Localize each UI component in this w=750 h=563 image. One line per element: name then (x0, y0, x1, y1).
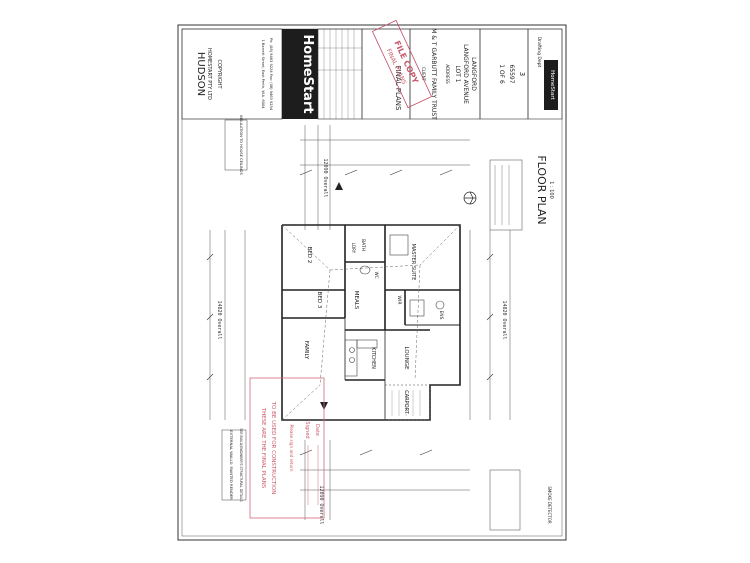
room-master-suite: MASTER SUITE (410, 244, 416, 281)
insulation-note: INSULATION TO HOUSE CEILINGS (239, 115, 243, 175)
roof-lines (281, 224, 461, 421)
insulation-note-box (224, 119, 248, 171)
smoke-detector-legend: SMOKE DETECTOR (547, 486, 552, 524)
wall-note-box (221, 429, 247, 501)
room-bed-2: BED 2 (306, 247, 312, 264)
client-name: M & T GARBUTT FAMILY TRUST (430, 28, 437, 120)
overall-dimension-left: 14820 Overall (216, 300, 222, 339)
notes-box-right (489, 159, 523, 231)
room-laundry: LDRY (351, 243, 356, 254)
external-walls-note: EXTERNAL WALLS: PAINTED RENDER (229, 430, 234, 500)
room-bath: BATH (360, 239, 366, 251)
builder-sub: HOMESTART PTY LTD (206, 48, 212, 100)
stage-label: FINAL PLANS (394, 66, 402, 112)
svg-text:Please sign and return: Please sign and return (289, 425, 294, 472)
address-label: ADDRESS (445, 64, 450, 84)
room-wc: WC (374, 272, 379, 279)
builder-address: 1 Barrett Street, East Perth, W.A. 6004 (261, 40, 265, 110)
approval-stamp: THESE ARE THE FINAL PLANS TO BE USED FOR… (249, 377, 325, 519)
north-arrow-icon (463, 191, 477, 205)
overall-dimension-top: 12090 Overall (322, 158, 328, 197)
dimension-lines (209, 125, 511, 520)
drawing-scale: 1 : 100 (548, 181, 554, 199)
overall-dimension-right: 14820 Overall (501, 300, 507, 339)
overall-dimension-bottom: 12090 Overall (318, 485, 324, 524)
room-ens: ENS (438, 310, 444, 319)
brand-small-logo: HomeStart (549, 70, 555, 101)
job-number: 65597 (508, 64, 515, 83)
structural-note: SEE BUILD/ENGINEER'S STRUCTURAL DETAILS (239, 428, 243, 501)
suburb-name: LANGFORD (470, 57, 477, 91)
room-carport: CARPORT (403, 390, 409, 414)
svg-text:TO BE USED FOR CONSTRUCTION: TO BE USED FOR CONSTRUCTION (270, 401, 276, 495)
street-name: LANGFORD AVENUE (462, 44, 469, 104)
sheet-number: 1 OF 6 (498, 64, 505, 84)
room-family: FAMILY (303, 341, 309, 360)
builder-name: HUDSON (195, 52, 206, 96)
builder-title-block: HomeStart HUDSON HOMESTART PTY LTD COPYR… (181, 28, 563, 120)
revision-number: 3 (518, 72, 526, 76)
room-meals: MEALS (353, 291, 359, 310)
brand-logo: HomeStart (300, 34, 315, 113)
room-kitchen: KITCHEN (370, 347, 376, 369)
room-bed-3: BED 3 (316, 292, 322, 309)
dimension-ticks (206, 169, 494, 456)
room-lounge: LOUNGE (403, 346, 409, 370)
svg-text:THESE ARE THE FINAL PLANS: THESE ARE THE FINAL PLANS (260, 407, 266, 489)
lot-number: LOT 1 (454, 65, 461, 82)
fixtures (344, 234, 445, 377)
room-wir: WIR (396, 296, 402, 305)
drafting-label: Drafting Dept (536, 37, 542, 68)
svg-text:Signed: Signed (304, 421, 310, 438)
sheet-border (177, 24, 567, 541)
builder-contact: Ph: (08) 9463 9224 Fax: (08) 9463 9254 (269, 38, 273, 111)
client-label: CLIENT (421, 67, 426, 82)
svg-text:Date: Date (314, 424, 320, 436)
copyright-label: COPYRIGHT (216, 59, 222, 89)
drawing-title: FLOOR PLAN (535, 155, 548, 224)
